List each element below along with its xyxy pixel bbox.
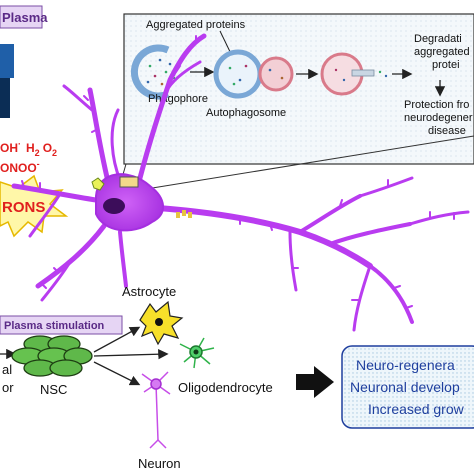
outcome-box: Neuro-regenera Neuronal develop Increase… — [341, 345, 474, 429]
phagophore-label: Phagophore — [148, 93, 208, 105]
inset-frame — [123, 13, 474, 165]
stimulation-tab-bg — [0, 315, 123, 335]
source-label-line2: or — [2, 380, 14, 395]
autophagy-inset: Phagophore Aggregated proteins Autophago… — [121, 13, 474, 191]
dendrite-upper-right — [137, 33, 207, 181]
astrocyte-label: Astrocyte — [122, 284, 176, 299]
phagophore-membrane — [130, 44, 170, 100]
oh-radical: OH· — [0, 139, 21, 155]
rons-label: RONS — [2, 199, 45, 216]
outcome-line3: Increased grow — [368, 401, 465, 417]
dendrite-upper-left — [87, 87, 113, 193]
plasma-nozzle-tip — [0, 78, 10, 118]
oligodendrocyte-label: Oligodendrocyte — [178, 380, 273, 395]
plasma-nozzle — [0, 44, 14, 78]
dendrite-lower-left — [35, 223, 107, 289]
neuron-spines — [21, 35, 455, 309]
plasma-tab-bg — [0, 5, 43, 29]
neuron-soma — [95, 173, 164, 232]
autophagosome — [213, 49, 263, 99]
inset-source-box — [119, 176, 139, 188]
rons-burst — [0, 174, 69, 238]
dendrite-left — [11, 183, 99, 203]
outcome-line2: Neuronal develop — [350, 379, 460, 395]
neuron-nucleus — [103, 198, 125, 214]
protein-dots-3 — [334, 68, 388, 82]
degradation-line3: protei — [432, 59, 460, 71]
dendrite-branch-2 — [164, 60, 202, 94]
dendrite-branch-3 — [110, 108, 122, 182]
dendrite-branch-5 — [40, 260, 72, 302]
outcome-box-frame — [341, 345, 474, 429]
large-neuron — [11, 33, 470, 332]
degradation-line1: Degradati — [414, 33, 462, 45]
callout-line-right — [139, 135, 474, 191]
degraded-product-tube — [351, 69, 375, 77]
outcome-line1: Neuro-regenera — [356, 357, 455, 373]
oligodendrocyte-cell — [179, 337, 215, 369]
protection-line2: neurodegener — [404, 112, 473, 124]
arrow-nsc-to-neuron — [93, 361, 141, 386]
arrow-nsc-to-astrocyte — [93, 326, 141, 353]
axon-branch-upper-2 — [358, 176, 414, 198]
degradation-line2: aggregated — [414, 46, 470, 58]
axon-branch-lower — [368, 264, 414, 324]
peroxynitrite: ONOO- — [0, 159, 40, 175]
arrow-nsc-to-oligodendrocyte — [93, 349, 169, 360]
axon-branch-mid — [328, 222, 412, 246]
axon-branch-down — [288, 230, 298, 292]
source-label-line1: al — [2, 362, 12, 377]
protein-dots-2 — [228, 64, 284, 86]
nsc-label: NSC — [40, 382, 67, 397]
dendrite-lower — [118, 230, 128, 288]
stimulation-tab-label: Plasma stimulation — [4, 320, 105, 332]
lysosome — [258, 56, 294, 92]
nsc-cluster — [11, 335, 93, 377]
astrocyte-nucleus — [155, 318, 163, 326]
protection-line1: Protection fro — [404, 99, 469, 111]
axon — [155, 205, 373, 269]
plasma-tab-label: Plasma — [2, 10, 48, 25]
outcome-arrow — [296, 366, 334, 398]
axon-branch-upper — [298, 194, 362, 234]
neuron-label: Neuron — [138, 456, 181, 471]
aggregated-proteins-label: Aggregated proteins — [146, 19, 246, 31]
dendrite-branch-1 — [62, 84, 94, 112]
dendrite-branch-4 — [28, 192, 62, 238]
plasma-device: Plasma — [0, 5, 48, 118]
autophagosome-label: Autophagosome — [206, 107, 286, 119]
protein-dots-1 — [146, 58, 176, 86]
protection-line3: disease — [428, 125, 466, 137]
axon-branch-mid-2 — [408, 210, 470, 226]
plasma-stimulation-panel: Plasma stimulation al or NSC Astrocyte — [0, 284, 273, 471]
small-neuron-cell — [141, 371, 171, 449]
axon-branch-lower-2 — [352, 264, 372, 332]
soma-highlight — [91, 176, 192, 218]
